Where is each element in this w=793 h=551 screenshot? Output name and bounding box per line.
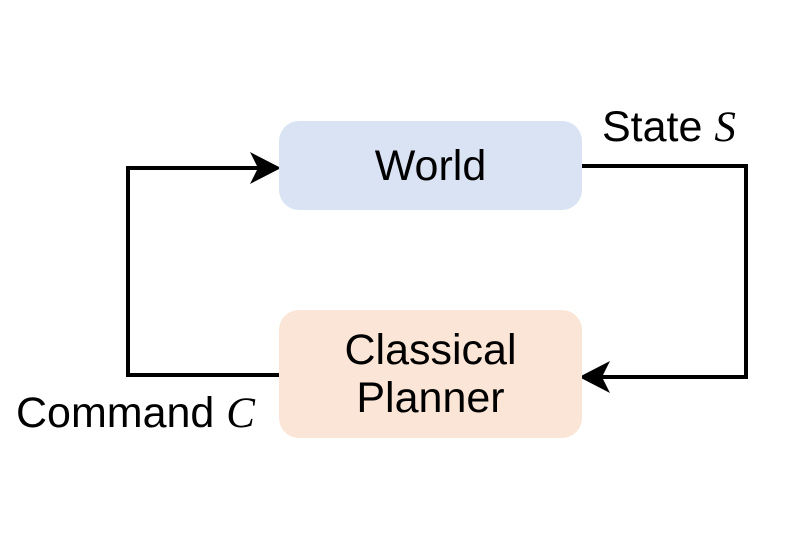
- world-node-label: World: [374, 141, 487, 190]
- command-label-text: Command: [16, 389, 227, 437]
- state-edge-label: State S: [602, 104, 736, 151]
- classical-planner-node: Classical Planner: [279, 310, 582, 438]
- command-edge-label: Command C: [16, 390, 255, 437]
- command-arrowhead: [250, 152, 281, 184]
- command-symbol: C: [226, 390, 255, 437]
- classical-planner-node-label: Classical Planner: [344, 326, 517, 422]
- state-label-text: State: [602, 103, 715, 151]
- state-arrowhead: [579, 361, 610, 393]
- state-symbol: S: [714, 104, 736, 151]
- world-node: World: [279, 121, 582, 210]
- state-connector: [582, 164, 748, 379]
- command-connector: [126, 166, 279, 377]
